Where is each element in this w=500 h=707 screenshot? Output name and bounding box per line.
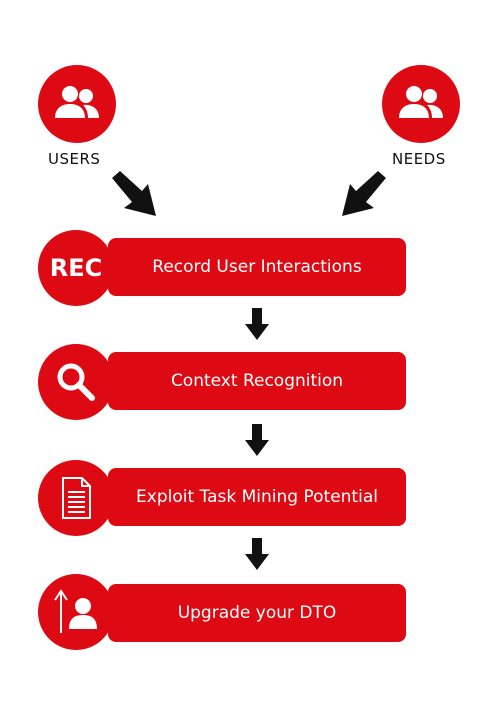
magnifier-icon [57, 363, 95, 401]
document-circle [38, 460, 114, 536]
arrow-down-right-icon [112, 171, 156, 216]
needs-label: NEEDS [392, 150, 446, 168]
step-upgrade-box: Upgrade your DTO [108, 584, 406, 642]
rec-badge-text: REC [49, 254, 103, 282]
users-circle [38, 65, 116, 143]
step-exploit-box: Exploit Task Mining Potential [108, 468, 406, 526]
step-upgrade-label: Upgrade your DTO [177, 603, 337, 623]
arrow-down-icon [245, 424, 269, 456]
step-record-box: Record User Interactions [108, 238, 406, 296]
upgrade-user-icon [54, 589, 97, 633]
step-record-label: Record User Interactions [152, 257, 362, 277]
arrow-down-icon [245, 538, 269, 570]
rec-badge: REC [38, 230, 114, 306]
users-group-icon [55, 86, 99, 118]
step-context-box: Context Recognition [108, 352, 406, 410]
step-context-label: Context Recognition [170, 371, 344, 391]
document-icon [62, 477, 91, 519]
step-exploit-label: Exploit Task Mining Potential [136, 487, 378, 507]
users-label: USERS [48, 150, 101, 168]
arrow-down-left-icon [342, 171, 386, 216]
arrow-down-icon [245, 308, 269, 340]
needs-circle [382, 65, 460, 143]
magnifier-circle [38, 344, 114, 420]
upgrade-circle [38, 574, 114, 650]
users-group-icon [399, 86, 443, 118]
